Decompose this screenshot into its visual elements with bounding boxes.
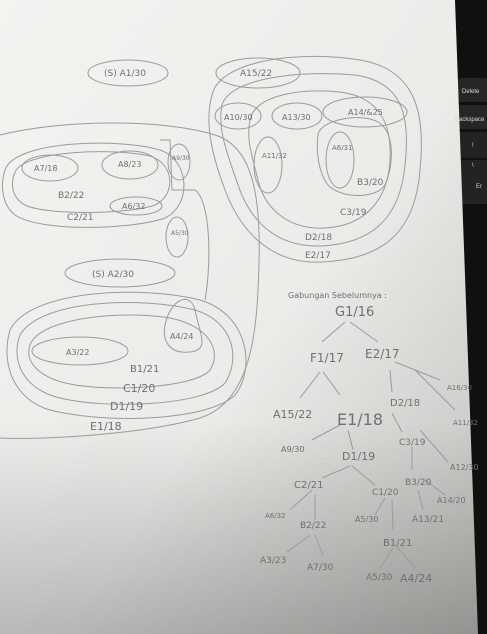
tree-node-e2: E2/17 <box>365 347 400 361</box>
set-b3-outline <box>316 117 392 196</box>
tree-node-a6: A6/32 <box>265 512 286 520</box>
set-a16-outline <box>109 196 163 216</box>
set-c2-outline <box>2 142 185 228</box>
set-a11-outline <box>253 136 283 194</box>
set-a10-outline <box>214 102 262 130</box>
set-a7-outline <box>21 154 79 182</box>
venn-label-d1: D1/19 <box>110 400 143 413</box>
venn-label-a3: A3/22 <box>66 348 89 357</box>
set-a6-outline <box>325 131 355 189</box>
set-a13-outline <box>271 102 323 130</box>
tree-labels: Gabungan Sebelumnya : G1/16 F1/17 E2/17 … <box>260 291 479 585</box>
venn-label-c3: C3/19 <box>340 208 367 218</box>
venn-label-a8: A8/23 <box>118 160 141 169</box>
tree-node-a9: A9/30 <box>281 445 304 454</box>
key-label-delete: Delete <box>462 89 480 95</box>
venn-label-a4: A4/24 <box>170 332 193 341</box>
venn-label-a7: A7/18 <box>34 164 57 173</box>
set-connector-stem <box>160 139 210 301</box>
venn-label-a14: A14/&25 <box>348 108 383 117</box>
set-a8-outline <box>101 150 159 180</box>
set-a9-outline <box>167 143 191 181</box>
venn-label-a16: A6/32 <box>122 202 145 211</box>
tree-node-d1: D1/19 <box>342 450 375 463</box>
venn-label-d2: D2/18 <box>305 233 332 243</box>
key-backspace <box>456 105 487 129</box>
set-c3-outline <box>248 90 391 229</box>
set-a14-outline <box>322 96 408 128</box>
set-c1-outline <box>16 301 234 405</box>
set-a2-outline <box>64 258 176 288</box>
venn-label-a5: A5/30 <box>171 230 189 237</box>
tree-node-b2: B2/22 <box>300 521 326 531</box>
venn-label-a1: (S) A1/30 <box>104 69 146 79</box>
venn-label-a9: A9/30 <box>172 155 190 162</box>
set-a3-outline <box>31 336 129 366</box>
tree-node-a11: A11/32 <box>453 419 478 427</box>
tree-node-g1: G1/16 <box>335 305 374 320</box>
venn-label-a6: A6/31 <box>332 144 353 152</box>
tree-title: Gabungan Sebelumnya : <box>288 291 387 300</box>
key-label-exclaim: ! <box>472 143 474 149</box>
tree-node-a4: A4/24 <box>400 572 432 585</box>
paper-shadow <box>0 420 478 634</box>
tree-node-d2: D2/18 <box>390 398 420 409</box>
set-b2-outline <box>12 151 171 213</box>
tree-node-a15: A15/22 <box>273 408 312 421</box>
key-exclaim <box>456 132 487 158</box>
key-label-enter: Er <box>476 184 482 190</box>
venn-label-a15: A15/22 <box>240 69 272 79</box>
tree-node-a12: A12/30 <box>450 463 479 472</box>
venn-label-b1: B1/21 <box>130 364 159 375</box>
key-enter <box>456 180 487 204</box>
tree-node-a5b: A5/30 <box>366 573 393 583</box>
tree-node-b3: B3/20 <box>405 478 432 488</box>
set-d2-outline <box>220 73 408 247</box>
set-a1-outline <box>87 59 169 87</box>
venn-label-e1: E1/18 <box>90 420 122 433</box>
venn-label-s-a2: (S) A2/30 <box>92 270 134 280</box>
tree-node-e1: E1/18 <box>337 410 383 429</box>
set-d1-outline <box>6 291 247 419</box>
set-a4-outline <box>163 298 203 353</box>
venn-label-c1: C1/20 <box>123 382 155 395</box>
set-e1-outline <box>0 122 260 439</box>
tree-node-a5: A5/30 <box>355 515 378 524</box>
set-a15-outline <box>215 57 301 89</box>
key-backslash <box>456 160 487 182</box>
key-delete <box>458 78 487 102</box>
tree-node-b1: B1/21 <box>383 538 412 549</box>
set-e2-outline <box>208 55 422 263</box>
key-label-backspace: Backspace <box>455 117 485 123</box>
keyboard-labels: Delete Backspace ! \ Er <box>455 89 485 190</box>
key-label-backslash: \ <box>472 163 474 169</box>
venn-label-c2: C2/21 <box>67 213 94 223</box>
venn-drawing <box>0 55 422 439</box>
venn-label-e2: E2/17 <box>305 251 331 261</box>
venn-label-b2: B2/22 <box>58 191 84 201</box>
venn-label-a13: A13/30 <box>282 113 311 122</box>
venn-labels: (S) A1/30 A15/22 A10/30 A13/30 A14/&25 A… <box>34 69 384 433</box>
tree-node-c3: C3/19 <box>399 438 426 448</box>
tree-node-c1: C1/20 <box>372 488 399 498</box>
venn-label-b3: B3/20 <box>357 178 384 188</box>
set-b1-outline <box>28 314 215 389</box>
tree-node-f1: F1/17 <box>310 351 344 365</box>
tree-node-c2: C2/21 <box>294 480 323 491</box>
tree-node-a16: A16/30 <box>447 384 472 392</box>
tree-node-a3: A3/23 <box>260 556 286 566</box>
venn-label-a10: A10/30 <box>224 113 253 122</box>
tree-node-a14: A14/20 <box>437 496 466 505</box>
tree-edges <box>286 321 456 569</box>
venn-label-a11: A11/32 <box>262 152 287 160</box>
tree-node-a7: A7/30 <box>307 563 334 573</box>
tree-node-a13: A13/21 <box>412 515 444 525</box>
set-a5-outline <box>165 216 189 258</box>
